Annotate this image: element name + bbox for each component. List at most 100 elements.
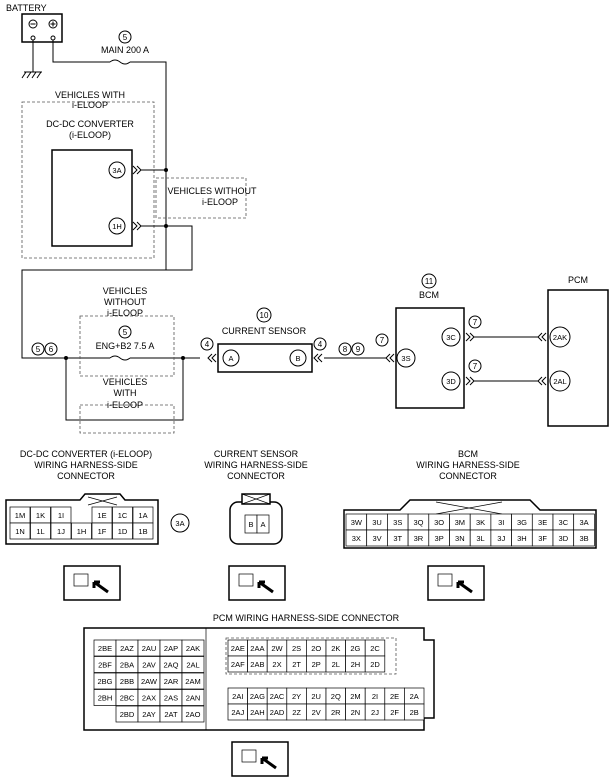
bcm-pin-cell: 3H [517,534,527,543]
pcm-pin-cell: 2AB [250,660,264,669]
bcm-pin-cell: 3U [372,518,382,527]
pcm-pin-cell: 2I [372,692,378,701]
bcm-pin-cell: 3J [497,534,505,543]
pcm-pin-cell: 2J [371,708,379,717]
battery-negative-icon [28,19,38,29]
vehicles-without-ieloop-zone-mid [79,315,175,377]
pcm-pin-cell: 2AF [231,660,245,669]
bcm-pin-cell: 3C [559,518,569,527]
main-fuse-icon [109,59,131,65]
eng-fuse-label: ENG+B2 7.5 A [96,341,155,351]
pcm-pin-cell: 2G [350,644,360,653]
connector-view-icon [228,565,286,601]
pcm-pin-cell: 2AZ [120,644,134,653]
svg-text:8: 8 [343,345,348,354]
svg-text:A: A [228,354,233,363]
battery-symbol [21,13,63,43]
connector-view-icon [63,565,121,601]
svg-text:i-ELOOP: i-ELOOP [107,308,143,318]
dcdc-pin-cell: 1N [15,527,25,536]
dcdc-pin-cell: 1F [98,527,107,536]
pcm-pin-cell: 2A [410,692,419,701]
pcm-pin-cell: 2AM [185,677,200,686]
pcm-pin-cell: 2Y [292,692,301,701]
pcm-pin-cell: 2AI [232,692,243,701]
pcm-pin-cell: 2F [390,708,399,717]
current-sensor-box [217,343,313,373]
svg-text:6: 6 [49,345,54,354]
pcm-pin-cell: 2T [292,660,301,669]
dcdc-label: DC-DC CONVERTER [46,119,134,129]
pcm-pin-cell: 2S [292,644,301,653]
bcm-pin-cell: 3P [435,534,444,543]
svg-text:i-ELOOP: i-ELOOP [107,400,143,410]
bcm-pin-cell: 3W [351,518,363,527]
pcm-pin-cell: 2AW [141,677,158,686]
connector-view-icon [231,741,289,777]
dcdc-pin-cell: 1M [15,511,25,520]
vehicles-with-ieloop-zone-bottom [79,404,175,434]
dcdc-pin-cell: 1D [118,527,128,536]
pcm-pin-cell: 2M [350,692,360,701]
pcm-pin-cell: 2AR [164,677,179,686]
pcm-pin-cell: 2AX [142,694,156,703]
pcm-pin-cell: 2K [331,644,340,653]
battery-positive-icon [48,19,58,29]
pcm-pin-cell: 2AQ [163,661,178,670]
bcm-pin-cell: 3D [559,534,569,543]
pcm-pin-cell: 2D [370,660,380,669]
pcm-pin-cell: 2AD [270,708,285,717]
svg-text:WIRING HARNESS-SIDE: WIRING HARNESS-SIDE [416,460,520,470]
svg-text:9: 9 [356,345,361,354]
bcm-box [395,307,465,409]
bcm-pin-cell: 3A [579,518,588,527]
pcm-pin-cell: 2BH [98,694,113,703]
svg-text:DC-DC CONVERTER (i-ELOOP): DC-DC CONVERTER (i-ELOOP) [20,449,152,459]
pcm-pin-cell: 2W [271,644,283,653]
pcm-pin-cell: 2AS [164,694,178,703]
svg-text:3S: 3S [401,354,410,363]
bcm-pin-cell: 3T [393,534,402,543]
dcdc-pin-cell: 1C [118,511,128,520]
svg-text:WIRING HARNESS-SIDE: WIRING HARNESS-SIDE [34,460,138,470]
svg-text:7: 7 [380,336,385,345]
svg-text:VEHICLES WITH: VEHICLES WITH [55,90,125,100]
svg-text:10: 10 [260,311,269,320]
bcm-pin-cell: 3K [476,518,485,527]
svg-text:7: 7 [473,318,478,327]
pcm-pin-cell: 2BD [120,710,135,719]
svg-text:VEHICLES WITHOUT: VEHICLES WITHOUT [167,186,257,196]
pcm-pin-cell: 2AG [250,692,265,701]
svg-text:4: 4 [318,340,323,349]
cs-pin-cell: B [248,520,253,529]
pcm-pin-cell: 2E [390,692,399,701]
bcm-pin-cell: 3O [434,518,444,527]
svg-text:B: B [295,354,300,363]
bcm-pin-cell: 3N [455,534,465,543]
pcm-label: PCM [568,275,588,285]
pcm-pin-cell: 2AT [164,710,178,719]
pcm-pin-cell: 2V [312,708,321,717]
pcm-pin-cell: 2O [311,644,321,653]
pcm-pin-cell: 2BB [120,677,134,686]
main-fuse-number: 5 [123,33,128,42]
pcm-pin-cell: 2P [312,660,321,669]
svg-text:CONNECTOR: CONNECTOR [439,471,497,481]
battery-label: BATTERY [6,3,47,13]
bcm-label: BCM [419,290,439,300]
svg-text:(i-ELOOP): (i-ELOOP) [69,130,111,140]
svg-text:i-ELOOP: i-ELOOP [202,197,238,207]
svg-text:WITHOUT: WITHOUT [104,297,146,307]
svg-text:5: 5 [36,345,41,354]
svg-text:WITH: WITH [114,388,137,398]
pcm-pin-cell: 2H [351,660,361,669]
dcdc-pin-cell: 1E [97,511,106,520]
eng-fuse-icon [109,355,131,361]
bcm-pin-cell: 3R [414,534,424,543]
svg-text:3C: 3C [446,333,456,342]
pcm-pin-cell: 2BC [120,694,135,703]
pcm-pin-cell: 2L [332,660,340,669]
current-sensor-label: CURRENT SENSOR [222,326,307,336]
